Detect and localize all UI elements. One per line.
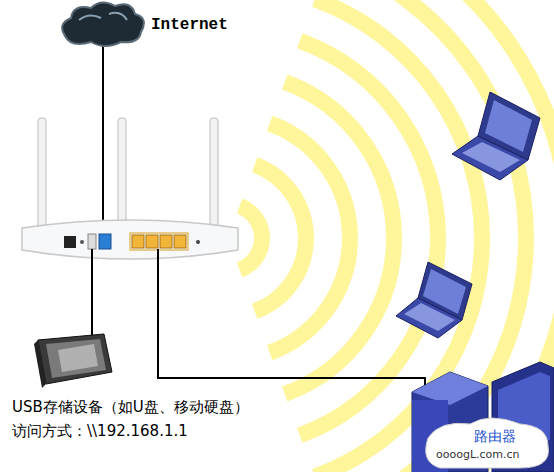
internet-cloud: Internet bbox=[55, 0, 255, 50]
wireless-band bbox=[300, 41, 438, 436]
node-label: Internet bbox=[151, 16, 228, 34]
desktop-pc bbox=[412, 362, 554, 472]
watermark: 路由器 bbox=[474, 428, 516, 446]
wan-cable bbox=[102, 42, 104, 238]
wireless-band bbox=[270, 123, 350, 352]
usb-cable bbox=[91, 249, 93, 340]
router bbox=[22, 220, 238, 259]
wireless-band bbox=[285, 82, 394, 394]
usb-storage: USB存储设备（如U盘、移动硬盘） 访问方式：\\192.168.1.1 bbox=[8, 330, 348, 450]
wireless-band bbox=[255, 165, 306, 312]
antennas bbox=[38, 118, 218, 228]
watermark-blob bbox=[426, 418, 549, 468]
lan-cable bbox=[158, 249, 425, 392]
wireless-band bbox=[240, 206, 262, 270]
laptop bbox=[452, 92, 540, 180]
device-caption: USB存储设备（如U盘、移动硬盘） bbox=[12, 398, 249, 417]
watermark: oooogL.com.cn bbox=[436, 448, 520, 461]
wireless-waves bbox=[240, 0, 554, 472]
wireless-band bbox=[345, 0, 554, 472]
access-address: 访问方式：\\192.168.1.1 bbox=[12, 422, 188, 441]
laptop bbox=[396, 262, 472, 338]
